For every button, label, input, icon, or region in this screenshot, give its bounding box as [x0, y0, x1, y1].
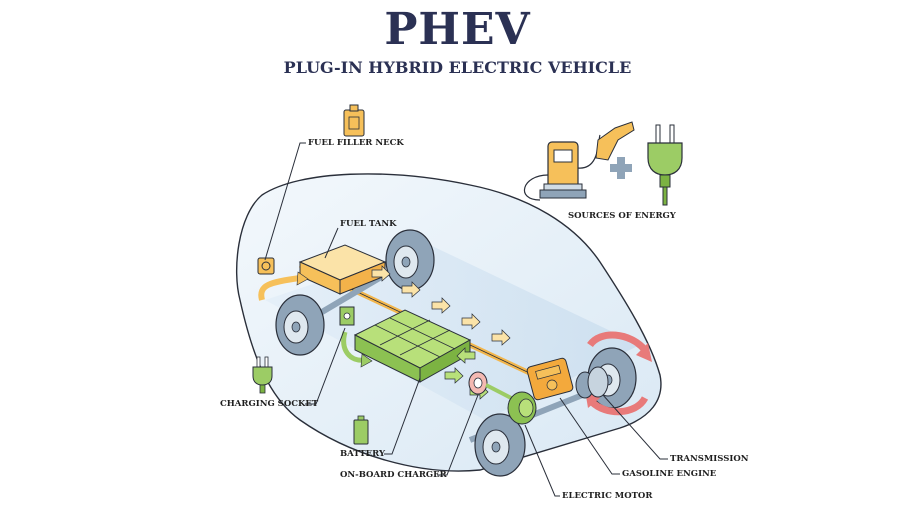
diagram-subtitle: PLUG-IN HYBRID ELECTRIC VEHICLE — [283, 58, 632, 77]
rotation-arrow-bottom — [589, 395, 649, 416]
fuel-flow-arrows — [371, 265, 511, 346]
label-charging-socket: CHARGING SOCKET — [220, 399, 319, 409]
plus-icon — [610, 157, 632, 179]
rotation-arrow-top — [587, 331, 648, 353]
fuel-canister-icon — [343, 104, 365, 137]
battery-pack — [353, 309, 472, 383]
plug-icon — [647, 124, 683, 206]
label-gasoline-engine: GASOLINE ENGINE — [622, 469, 717, 479]
label-fuel-filler-neck: FUEL FILLER NECK — [308, 138, 404, 148]
label-sources-of-energy: SOURCES OF ENERGY — [568, 211, 676, 221]
transmission — [575, 366, 609, 399]
wheel-front-left — [474, 413, 526, 477]
diagram-title: PHEV — [384, 4, 531, 55]
on-board-charger — [468, 371, 488, 395]
fuel-filler-cap — [257, 257, 275, 275]
label-electric-motor: ELECTRIC MOTOR — [562, 491, 653, 501]
wheel-rear-left — [275, 294, 325, 356]
label-on-board-charger: ON-BOARD CHARGER — [340, 470, 447, 480]
wheel-rear-right — [385, 229, 435, 291]
battery-icon — [353, 415, 369, 445]
fuel-pump-icon — [523, 121, 635, 201]
label-transmission: TRANSMISSION — [670, 454, 749, 464]
electric-motor — [507, 391, 537, 425]
label-battery: BATTERY — [340, 449, 386, 459]
label-fuel-tank: FUEL TANK — [340, 219, 397, 229]
gasoline-engine — [526, 357, 574, 401]
leader-lines — [264, 142, 668, 497]
fuel-filler-pipe — [258, 275, 301, 301]
charging-plug-icon — [252, 356, 273, 394]
